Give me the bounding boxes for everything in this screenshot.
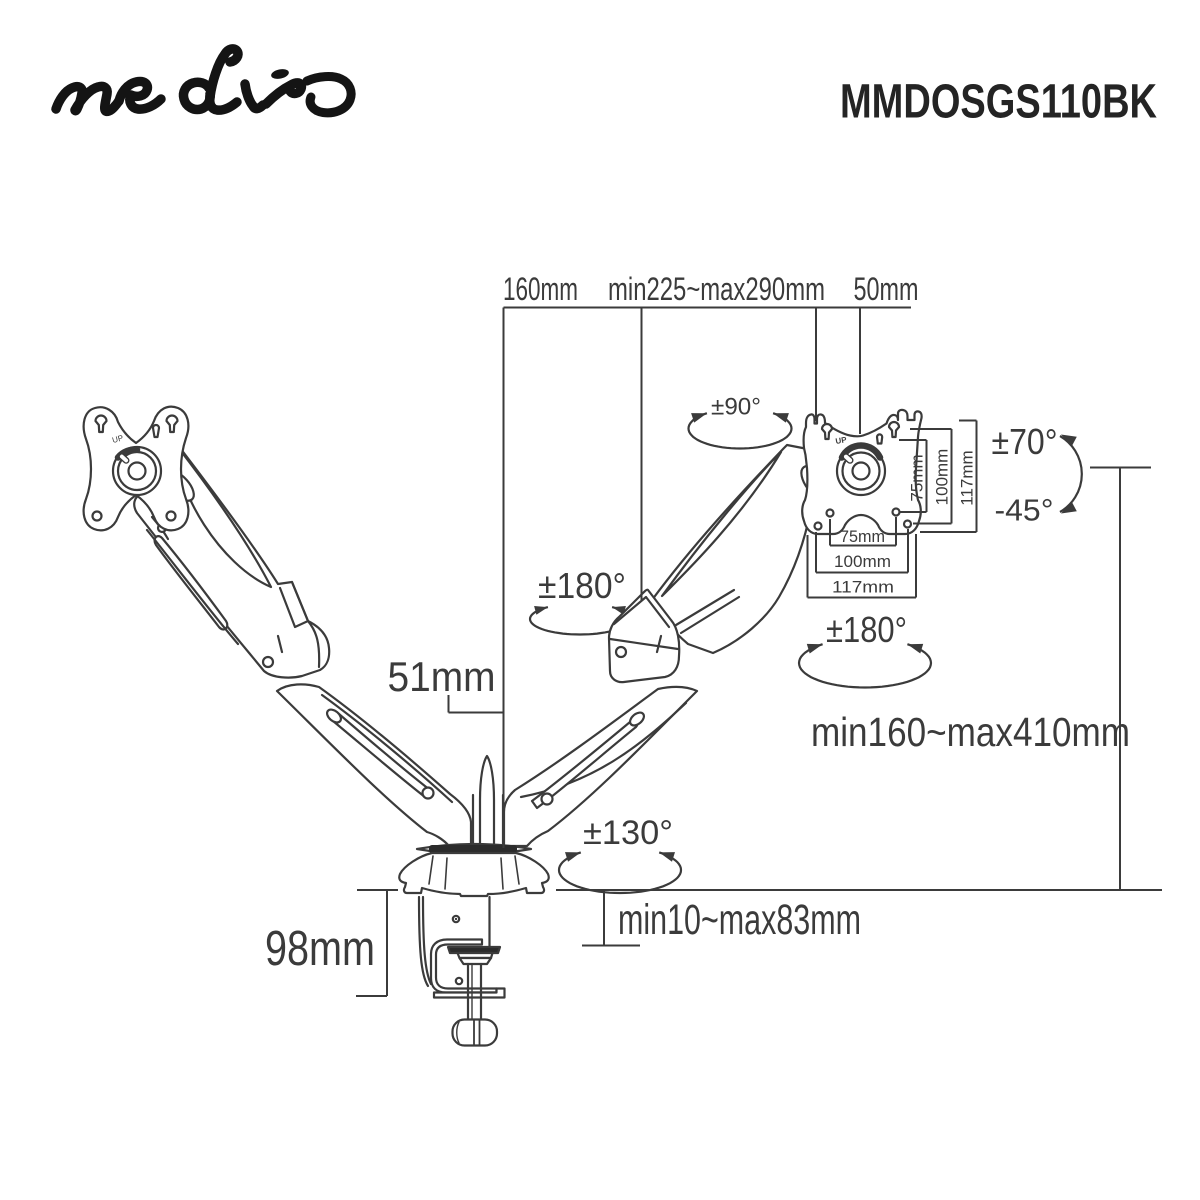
svg-text:98mm: 98mm: [265, 922, 375, 976]
svg-text:±180°: ±180°: [826, 609, 907, 650]
svg-text:50mm: 50mm: [854, 271, 919, 307]
svg-text:±180°: ±180°: [538, 565, 626, 606]
svg-text:75mm: 75mm: [908, 454, 927, 501]
svg-text:75mm: 75mm: [840, 527, 885, 546]
svg-text:MMDOSGS110BK: MMDOSGS110BK: [840, 76, 1157, 129]
svg-text:100mm: 100mm: [834, 552, 891, 571]
svg-text:51mm: 51mm: [388, 653, 496, 700]
svg-text:100mm: 100mm: [933, 449, 952, 506]
svg-text:-45°: -45°: [995, 493, 1054, 528]
svg-text:min160~max410mm: min160~max410mm: [811, 709, 1130, 755]
svg-text:±130°: ±130°: [583, 814, 673, 852]
svg-text:min225~max290mm: min225~max290mm: [608, 271, 825, 307]
svg-text:min10~max83mm: min10~max83mm: [618, 896, 861, 944]
svg-text:UP: UP: [835, 435, 848, 446]
svg-text:±90°: ±90°: [711, 394, 761, 421]
svg-text:UP: UP: [111, 433, 124, 445]
svg-text:117mm: 117mm: [958, 450, 977, 505]
svg-text:160mm: 160mm: [503, 271, 578, 307]
svg-text:±70°: ±70°: [992, 421, 1058, 462]
svg-text:117mm: 117mm: [832, 578, 894, 597]
